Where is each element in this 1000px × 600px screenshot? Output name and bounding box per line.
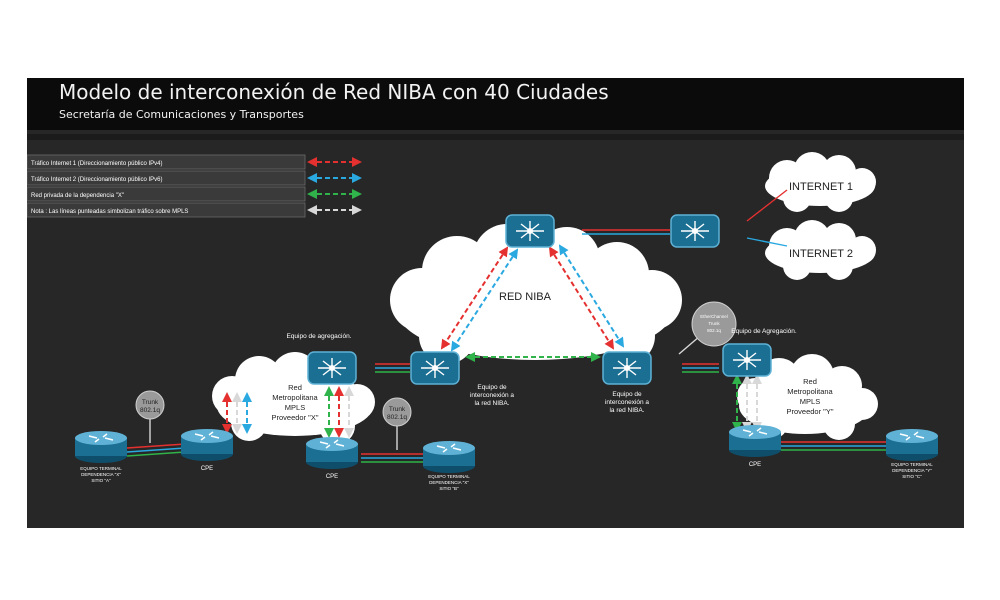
cpe-router-b[interactable] <box>305 436 359 470</box>
agg-right-label: Equipo de Agregación. <box>731 328 797 335</box>
legend-row-mpls: Nota : Las líneas punteadas simbolizan t… <box>27 202 362 218</box>
legend-text-mpls: Nota : Las líneas punteadas simbolizan t… <box>31 209 188 215</box>
metro-y-line-4: Proveedor "Y" <box>786 407 833 416</box>
trunk-b-line-1: Trunk <box>389 406 406 413</box>
internet-edge-router[interactable] <box>670 214 720 248</box>
terminal-b-line-3: SITIO "B" <box>439 486 459 491</box>
terminal-a-line-2: DEPENDENCIA "X" <box>81 472 121 477</box>
legend-row-internet1: Tráfico Internet 1 (Direccionamiento púb… <box>27 154 362 170</box>
etherchannel-line-3: 802.1q <box>707 328 721 333</box>
internet1-cloud: INTERNET 1 <box>765 152 876 212</box>
interconnection-router-left[interactable] <box>410 351 460 385</box>
interconn-right-line-2: interconexión a <box>605 399 649 406</box>
niba-label: RED NIBA <box>499 291 552 303</box>
dashed-links <box>222 244 762 438</box>
terminal-router-b[interactable] <box>422 440 476 474</box>
metro-x-line-4: Proveedor "X" <box>271 413 318 422</box>
title-bar: Modelo de interconexión de Red NIBA con … <box>27 78 964 130</box>
cpe-b-label: CPE <box>326 474 338 480</box>
niba-core-router[interactable] <box>505 214 555 248</box>
terminal-b-line-2: DEPENDENCIA "X" <box>429 480 469 485</box>
legend-row-internet2: Tráfico Internet 2 (Direccionamiento púb… <box>27 170 362 186</box>
cpe-c-label: CPE <box>749 462 761 468</box>
metro-y-cloud: Red Metropolitana MPLS Proveedor "Y" <box>737 354 878 440</box>
legend-text-private: Red privada de la dependencia "X" <box>31 193 124 199</box>
interconn-left-line-2: interconexión a <box>470 392 514 399</box>
interconnection-router-right[interactable] <box>602 351 652 385</box>
metro-x-line-3: MPLS <box>285 403 305 412</box>
trunk-a-line-1: Trunk <box>142 399 159 406</box>
metro-y-line-3: MPLS <box>800 397 820 406</box>
trunk-badge-b: Trunk 802.1q <box>382 397 412 427</box>
aggregation-router-right[interactable] <box>722 343 772 377</box>
terminal-c-line-2: DEPENDENCIA "Y" <box>892 468 932 473</box>
metro-y-line-1: Red <box>803 377 817 386</box>
terminal-a-line-3: SITIO "A" <box>91 478 111 483</box>
etherchannel-badge: EtherChannel Trunk 802.1q <box>691 301 737 347</box>
legend-row-private: Red privada de la dependencia "X" <box>27 186 362 202</box>
metro-x-line-2: Metropolitana <box>272 393 318 402</box>
interconn-left-line-1: Equipo de <box>477 384 507 391</box>
trunk-a-line-2: 802.1q <box>140 407 160 414</box>
trunk-badge-a: Trunk 802.1q <box>135 390 165 420</box>
device-labels: Equipo de agregación. Equipo de Agregaci… <box>80 328 933 491</box>
interconn-right-line-1: Equipo de <box>612 391 642 398</box>
aggregation-router-left[interactable] <box>307 351 357 385</box>
separator-strip <box>27 134 964 140</box>
solid-links <box>126 189 887 463</box>
internet1-label: INTERNET 1 <box>789 181 853 193</box>
etherchannel-line-1: EtherChannel <box>700 314 728 319</box>
internet2-cloud: INTERNET 2 <box>765 220 876 280</box>
page-subtitle: Secretaría de Comunicaciones y Transport… <box>59 108 304 121</box>
cpe-a-label: CPE <box>201 466 213 472</box>
metro-y-line-2: Metropolitana <box>787 387 833 396</box>
internet2-label: INTERNET 2 <box>789 248 853 260</box>
terminal-b-line-1: EQUIPO TERMINAL <box>428 474 470 479</box>
terminal-a-line-1: EQUIPO TERMINAL <box>80 466 122 471</box>
agg-left-label: Equipo de agregación. <box>286 333 351 340</box>
page-title: Modelo de interconexión de Red NIBA con … <box>59 80 609 104</box>
etherchannel-line-2: Trunk <box>708 321 720 326</box>
legend-text-internet2: Tráfico Internet 2 (Direccionamiento púb… <box>31 177 163 183</box>
diagram-frame: Modelo de interconexión de Red NIBA con … <box>27 78 964 528</box>
terminal-router-a[interactable] <box>74 430 128 464</box>
interconn-left-line-3: la red NIBA. <box>474 400 509 407</box>
cpe-router-a[interactable] <box>180 428 234 462</box>
trunk-b-line-2: 802.1q <box>387 414 407 421</box>
terminal-router-c[interactable] <box>885 428 939 462</box>
terminal-c-line-3: SITIO "C" <box>902 474 922 479</box>
interconn-right-line-3: la red NIBA. <box>609 407 644 414</box>
legend-text-internet1: Tráfico Internet 1 (Direccionamiento púb… <box>31 161 163 167</box>
network-diagram: Tráfico Internet 1 (Direccionamiento púb… <box>27 152 939 491</box>
metro-x-line-1: Red <box>288 383 302 392</box>
legend: Tráfico Internet 1 (Direccionamiento púb… <box>27 154 362 218</box>
cpe-router-c[interactable] <box>728 424 782 458</box>
terminal-c-line-1: EQUIPO TERMINAL <box>891 462 933 467</box>
